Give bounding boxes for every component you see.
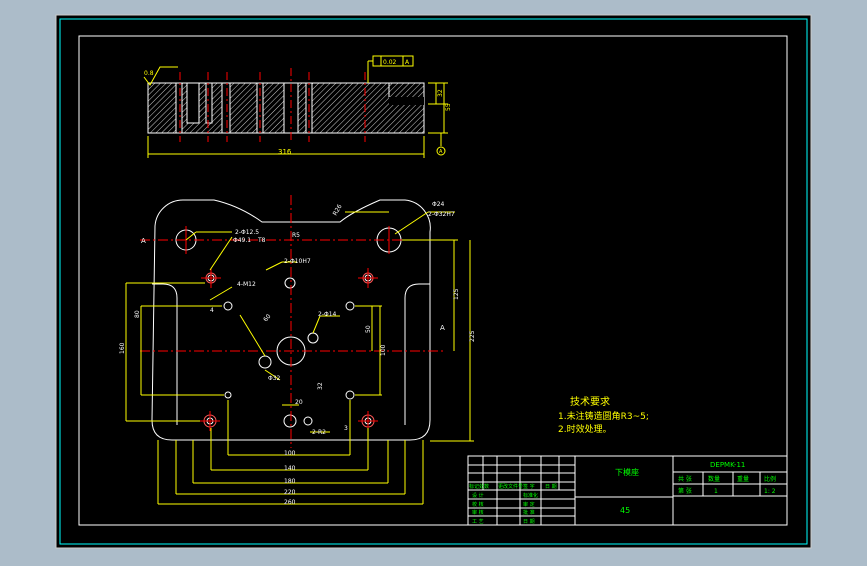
dim-d8: Φ32 — [268, 375, 281, 382]
tb-r2b: 标准化 — [523, 492, 538, 499]
tb-r2a: 设 计 — [472, 492, 484, 499]
notes-title: 技术要求 — [570, 395, 610, 408]
flatness-datum: A — [405, 59, 410, 66]
tb-r1b: 更改文件号 — [498, 483, 523, 490]
dim-d3: T8 — [257, 237, 266, 244]
part-name: 下模座 — [615, 467, 639, 477]
tb-r5a: 工 艺 — [472, 519, 484, 525]
dim-d23: 3 — [344, 425, 348, 432]
roughness-value: 0.8 — [144, 70, 154, 77]
tb-sheet: 第 张 — [678, 487, 692, 495]
dim-d12: 20 — [295, 399, 303, 406]
tb-col3: 重量 — [737, 475, 749, 483]
dim-d1: 2-Φ12.5 — [235, 229, 259, 236]
datum-a-label: A — [439, 149, 443, 155]
dim-d20: 125 — [453, 288, 460, 300]
dim-h2: 55 — [445, 103, 452, 111]
dim-d9: Φ24 — [432, 201, 445, 208]
dim-length: 316 — [278, 148, 292, 156]
tb-r3a: 校 核 — [472, 501, 484, 508]
tb-col4: 比例 — [764, 475, 776, 483]
tb-col1: 共 张 — [678, 475, 692, 483]
dim-d5: 2-Φ10H7 — [284, 258, 311, 265]
dim-d22: 4 — [210, 307, 214, 314]
tb-qty: 1 — [714, 488, 718, 495]
section-view — [143, 55, 448, 158]
tb-r3b: 审 定 — [523, 501, 535, 508]
inner-frame — [78, 35, 788, 526]
drawing-number: DEPMK-11 — [710, 461, 745, 469]
dim-d14: 32 — [317, 382, 324, 390]
dim-d18: 160 — [119, 342, 126, 354]
dim-b5: 260 — [284, 499, 296, 506]
dim-d2: Φ49.1 — [233, 237, 251, 244]
dim-d19: 100 — [380, 344, 387, 356]
dim-b3: 180 — [284, 478, 296, 485]
dim-b1: 100 — [284, 450, 296, 457]
flatness-value: 0.02 — [383, 59, 397, 66]
tb-r1c: 签 字 — [523, 483, 535, 490]
dim-b4: 220 — [284, 489, 296, 496]
notes-line1: 1.未注铸造圆角R3~5; — [558, 410, 649, 422]
tb-scale: 1: 2 — [764, 488, 776, 495]
dim-d15: 60 — [262, 313, 272, 323]
dim-h1: 32 — [437, 89, 444, 97]
section-a-right: A — [440, 324, 445, 332]
dim-d6: 4-M12 — [237, 281, 256, 288]
dim-b2: 140 — [284, 465, 296, 472]
dim-d4: R5 — [292, 232, 300, 239]
tb-r4b: 批 准 — [523, 509, 535, 516]
tb-r1a: 标记处数 — [469, 483, 489, 490]
material: 45 — [620, 506, 630, 515]
section-a-left: A — [141, 237, 146, 245]
tb-r5b: 日 期 — [523, 519, 535, 525]
outer-border — [59, 18, 808, 545]
plan-view — [125, 195, 474, 505]
tb-r4a: 审 核 — [472, 509, 484, 516]
title-block — [467, 455, 788, 526]
dim-d21: 225 — [469, 330, 476, 342]
tb-r1d: 日 期 — [545, 484, 557, 490]
notes-line2: 2.时效处理。 — [558, 423, 612, 435]
dim-d10: 2-Φ32H7 — [428, 211, 455, 218]
dim-d17: 80 — [134, 310, 141, 318]
dim-d7: 2-Φ14 — [318, 311, 337, 318]
dim-d13: 2-R2 — [312, 429, 326, 436]
dim-d16: 50 — [365, 325, 372, 333]
tb-col2: 数量 — [708, 475, 720, 483]
